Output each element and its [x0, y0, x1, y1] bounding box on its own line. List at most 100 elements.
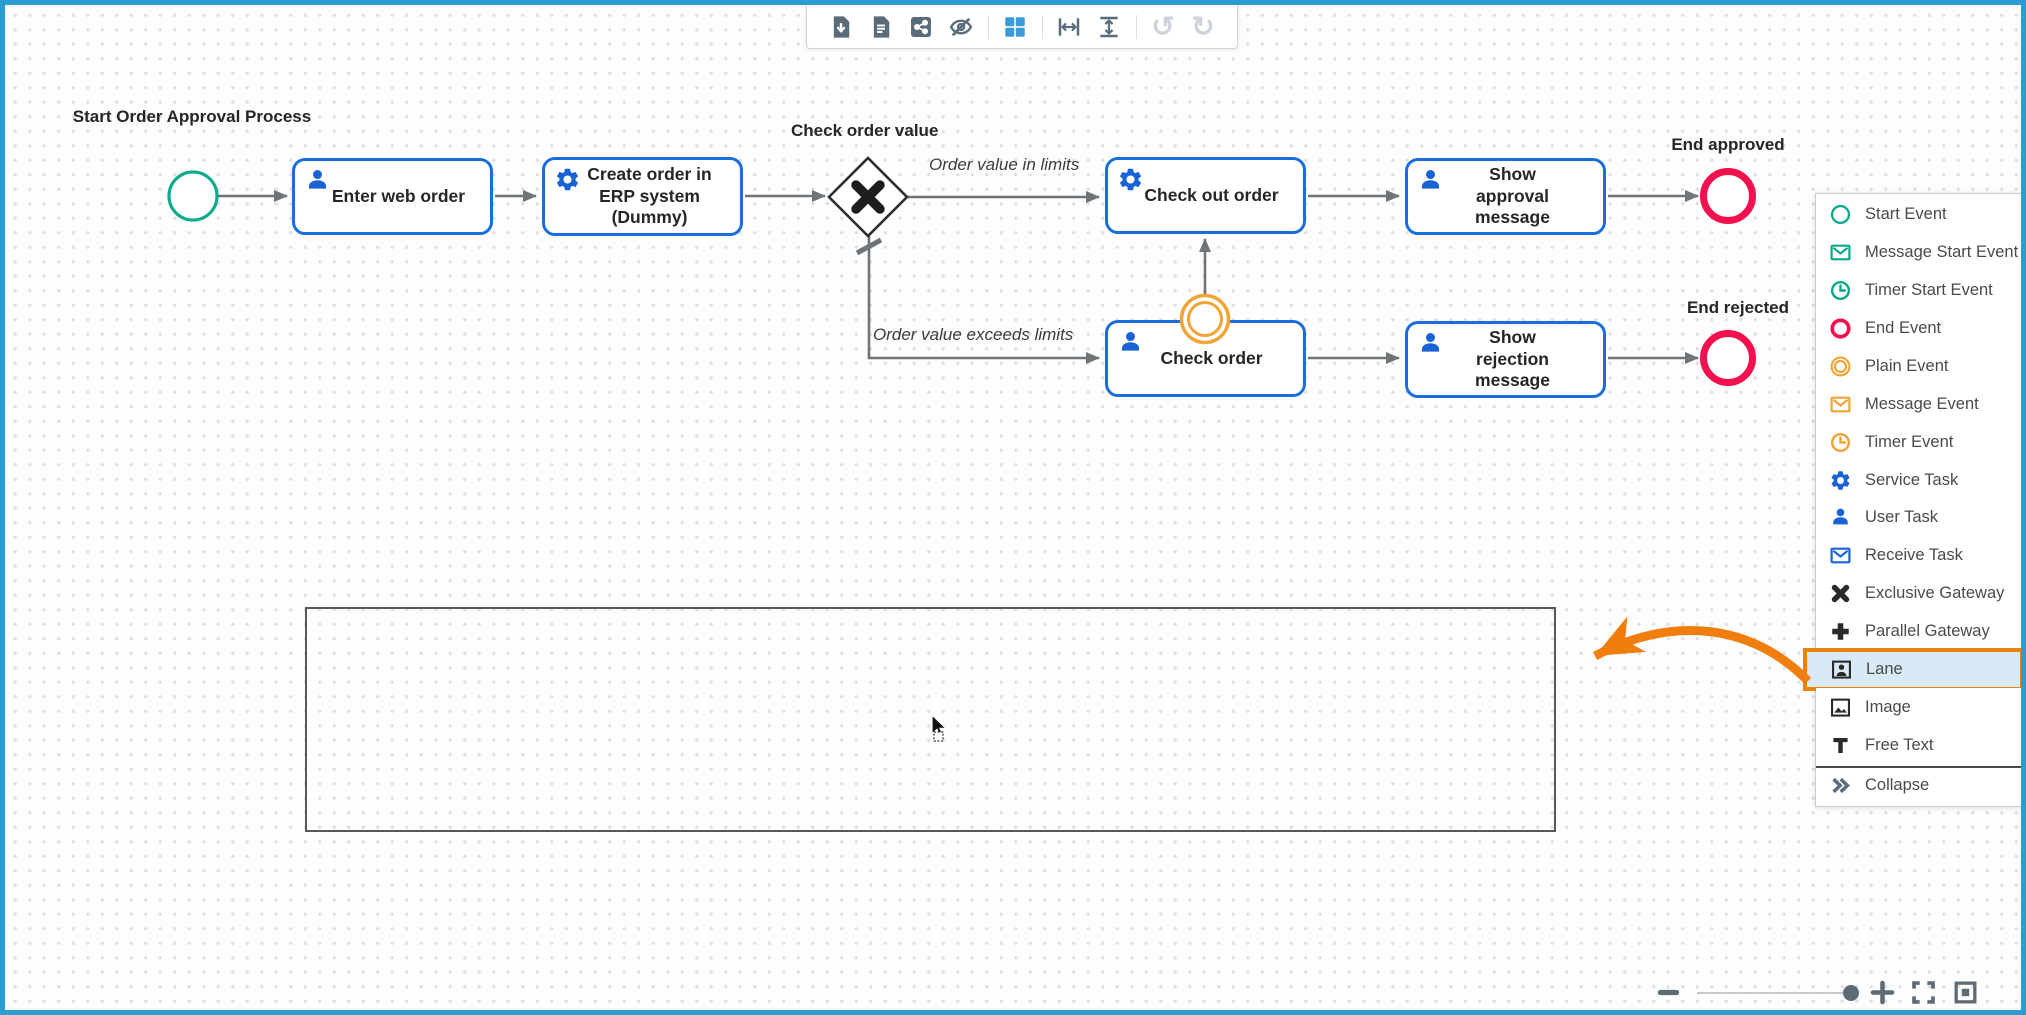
palette-item-receive-task[interactable]: Receive Task [1816, 536, 2021, 575]
grid-layout-icon[interactable] [1002, 13, 1029, 40]
exclusive-gateway-shape[interactable] [827, 156, 909, 238]
task-check-out-order[interactable]: Check out order [1105, 157, 1306, 234]
palette-item-label: End Event [1865, 319, 1942, 338]
palette-item-end-event[interactable]: End Event [1816, 309, 2021, 348]
receive-task-icon [1829, 544, 1852, 567]
palette-item-label: Image [1865, 697, 1911, 716]
default-flow-marker [855, 237, 883, 256]
end-rejected-shape[interactable] [1700, 330, 1756, 386]
palette-item-label: Collapse [1865, 776, 1930, 795]
palette-item-label: Lane [1866, 659, 1903, 678]
palette-item-parallel-gateway[interactable]: Parallel Gateway [1816, 612, 2021, 651]
fit-to-screen-icon[interactable] [1952, 979, 1979, 1006]
task-show-approval-message[interactable]: Show approval message [1405, 158, 1606, 235]
zoom-slider[interactable] [1697, 984, 1859, 1001]
toolbar-separator [1041, 14, 1043, 39]
palette-item-label: Timer Start Event [1865, 281, 1993, 300]
image-icon [1829, 696, 1852, 719]
undo-icon[interactable]: ↺ [1151, 10, 1175, 42]
user-task-icon [304, 167, 331, 194]
lane-icon [1830, 658, 1853, 681]
palette-item-label: Receive Task [1865, 546, 1963, 565]
collapse-icon [1829, 774, 1852, 797]
user-task-icon [1417, 330, 1444, 357]
end-event-icon [1829, 317, 1852, 340]
toolbar-separator [987, 14, 989, 39]
task-enter-web-order[interactable]: Enter web order [292, 158, 493, 235]
zoom-out-icon[interactable] [1655, 979, 1682, 1006]
redo-icon[interactable]: ↻ [1191, 10, 1215, 42]
zoom-in-icon[interactable] [1870, 980, 1895, 1005]
top-toolbar: ↺ ↻ [806, 5, 1238, 49]
task-label: Show rejection message [1475, 327, 1550, 391]
message-start-event-icon [1829, 241, 1852, 264]
lane-shape[interactable] [305, 607, 1556, 832]
palette-item-service-task[interactable]: Service Task [1816, 461, 2021, 499]
task-label: Show approval message [1475, 164, 1550, 228]
fit-height-icon[interactable] [1096, 13, 1123, 40]
mouse-cursor [931, 713, 948, 742]
end-approved-label: End approved [1671, 135, 1785, 154]
palette-item-collapse[interactable]: Collapse [1816, 766, 2021, 804]
palette-item-label: Service Task [1865, 470, 1959, 489]
palette-item-timer-start-event[interactable]: Timer Start Event [1816, 271, 2021, 310]
service-task-icon [1117, 166, 1144, 193]
palette-item-label: Exclusive Gateway [1865, 584, 2005, 603]
start-event-label: Start Order Approval Process [72, 107, 312, 126]
end-approved-shape[interactable] [1700, 168, 1756, 224]
palette-item-image[interactable]: Image [1816, 688, 2021, 727]
edge-label-exceeds-limits: Order value exceeds limits [873, 325, 1074, 344]
task-label: Create order in ERP system (Dummy) [587, 164, 712, 228]
plain-event-icon [1829, 355, 1852, 378]
task-show-rejection-message[interactable]: Show rejection message [1405, 321, 1606, 398]
message-event-icon [1829, 393, 1852, 416]
task-create-order-erp[interactable]: Create order in ERP system (Dummy) [542, 157, 743, 236]
end-rejected-label: End rejected [1686, 298, 1790, 317]
palette-item-label: Timer Event [1865, 432, 1954, 451]
free-text-icon [1829, 734, 1852, 757]
palette-item-message-start-event[interactable]: Message Start Event [1816, 233, 2021, 272]
palette-item-lane[interactable]: Lane [1803, 648, 2021, 691]
download-document-icon[interactable] [828, 13, 855, 40]
document-icon[interactable] [868, 13, 895, 40]
palette-item-label: User Task [1865, 508, 1939, 527]
user-task-icon [1417, 167, 1444, 194]
gateway-label: Check order value [791, 121, 939, 140]
task-check-order[interactable]: Check order [1105, 320, 1306, 397]
palette-item-timer-event[interactable]: Timer Event [1816, 423, 2021, 462]
palette-item-plain-event[interactable]: Plain Event [1816, 347, 2021, 386]
palette-item-label: Parallel Gateway [1865, 622, 1990, 641]
share-icon[interactable] [908, 13, 935, 40]
palette-item-message-event[interactable]: Message Event [1816, 385, 2021, 424]
palette-item-label: Message Event [1865, 394, 1979, 413]
user-task-icon [1829, 506, 1852, 529]
service-task-icon [1829, 469, 1852, 492]
palette-item-label: Plain Event [1865, 356, 1949, 375]
palette-item-label: Message Start Event [1865, 243, 2019, 262]
hide-preview-icon[interactable] [948, 13, 975, 40]
element-palette: Start Event Message Start Event Timer St… [1803, 193, 2021, 807]
exclusive-gateway-icon [1829, 582, 1852, 605]
tutorial-arrow [1592, 616, 1812, 685]
palette-item-free-text[interactable]: Free Text [1816, 726, 2021, 765]
parallel-gateway-icon [1829, 620, 1852, 643]
timer-event-icon [1829, 431, 1852, 454]
start-event-icon [1829, 203, 1852, 226]
fullscreen-icon[interactable] [1910, 979, 1937, 1006]
palette-item-exclusive-gateway[interactable]: Exclusive Gateway [1816, 574, 2021, 613]
palette-item-start-event[interactable]: Start Event [1816, 196, 2021, 234]
task-label: Enter web order [331, 185, 466, 206]
user-task-icon [1117, 329, 1144, 356]
fit-width-icon[interactable] [1056, 13, 1083, 40]
task-label: Check order [1160, 347, 1263, 368]
service-task-icon [554, 166, 581, 193]
zoom-slider-knob[interactable] [1843, 984, 1859, 1001]
palette-item-label: Start Event [1865, 205, 1947, 224]
palette-item-label: Free Text [1865, 735, 1934, 754]
task-label: Check out order [1144, 184, 1279, 205]
toolbar-separator [1135, 14, 1137, 39]
timer-start-event-icon [1829, 279, 1852, 302]
palette-item-user-task[interactable]: User Task [1816, 499, 2021, 537]
start-event-shape[interactable] [167, 170, 219, 222]
